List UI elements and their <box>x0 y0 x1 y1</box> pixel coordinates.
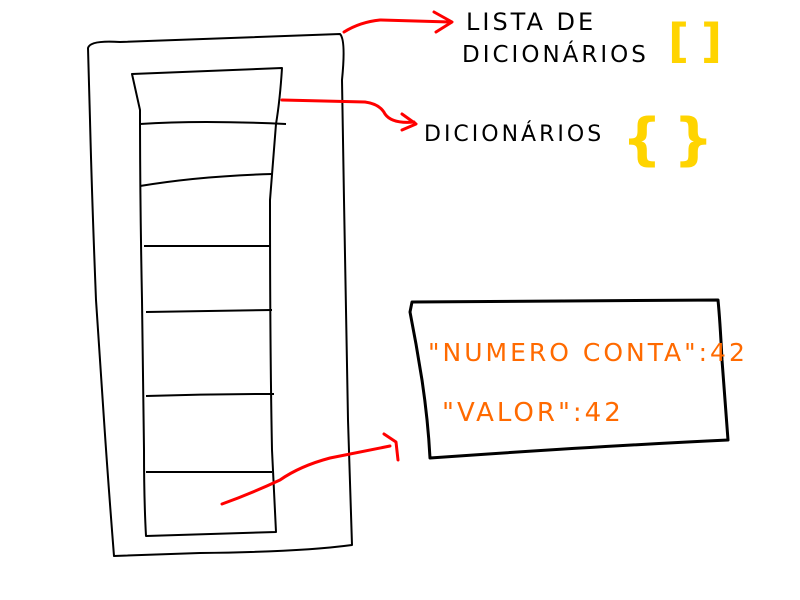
arrow-list <box>342 18 452 34</box>
label-dicionarios-line2: DICIONÁRIOS <box>462 42 649 68</box>
arrow-dict <box>280 98 416 124</box>
dict-entry-valor: "VALOR":42 <box>442 398 624 428</box>
list-brackets-icon: [ ] <box>668 14 722 68</box>
arrow-row <box>220 444 392 506</box>
row-divider <box>139 121 287 125</box>
inner-column-box <box>131 67 283 537</box>
arrow-dict-head <box>400 112 418 132</box>
outer-list-box <box>87 33 353 557</box>
row-divider <box>139 173 273 187</box>
arrow-row-head <box>382 432 400 462</box>
row-divider <box>145 309 273 313</box>
dict-entry-numero-conta: "NUMERO CONTA":42 <box>428 338 748 367</box>
dict-braces-icon: { } <box>622 107 713 172</box>
label-dicionarios: DICIONÁRIOS <box>424 122 605 147</box>
row-divider <box>145 393 275 397</box>
arrow-list-head <box>432 10 454 34</box>
dictionary-example-box <box>408 298 730 460</box>
label-lista-de: LISTA DE <box>466 8 597 36</box>
